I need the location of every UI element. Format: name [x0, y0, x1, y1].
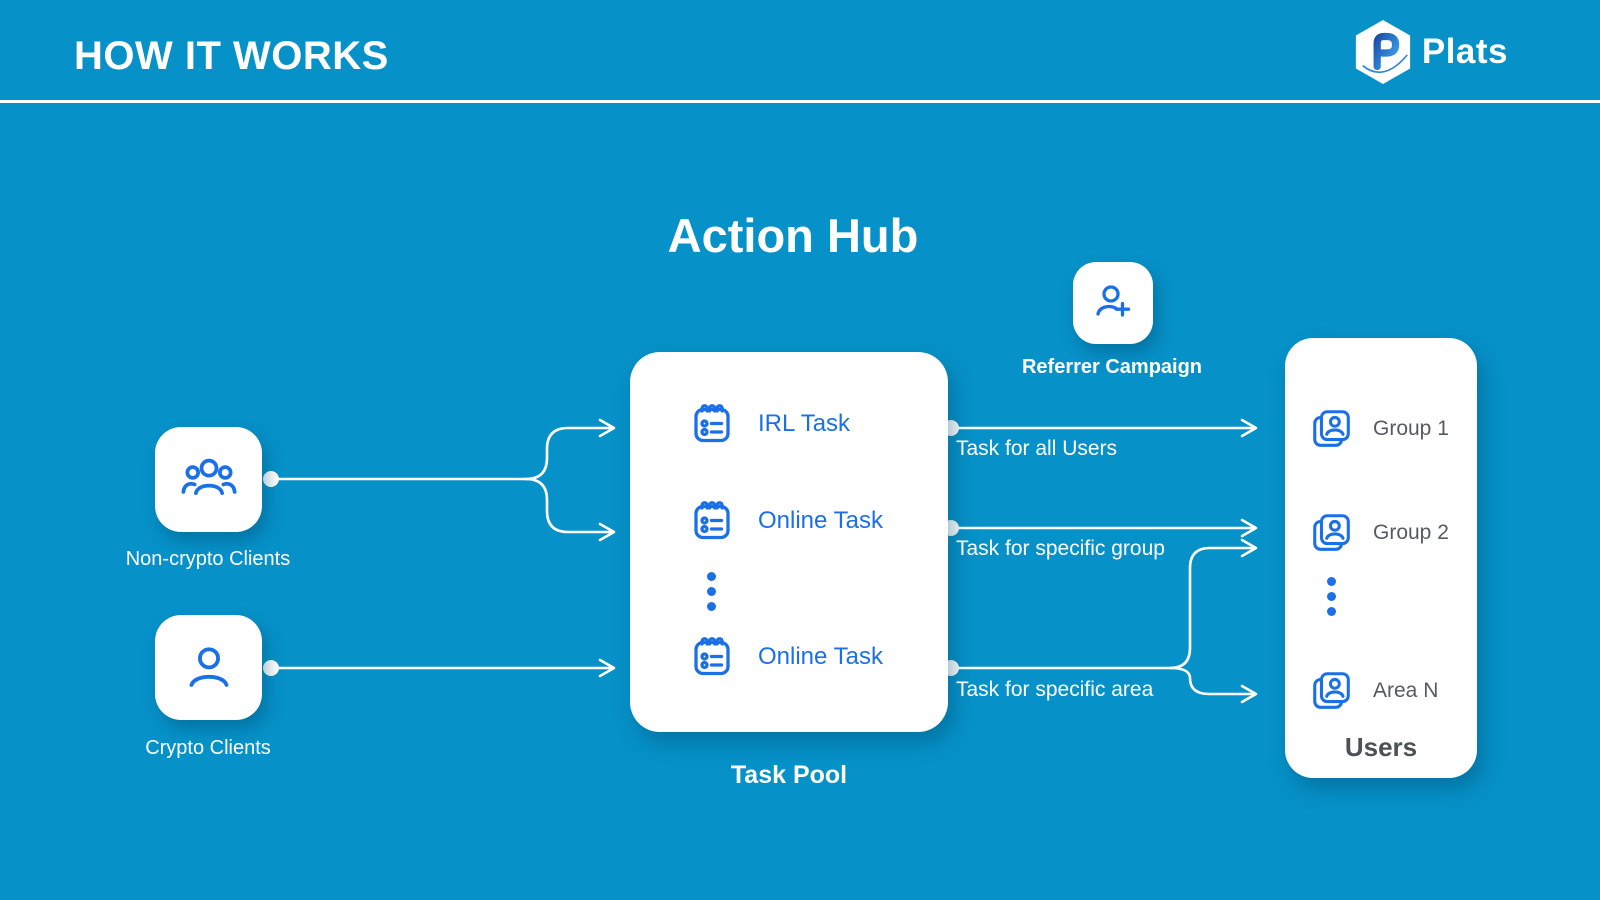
page-title: HOW IT WORKS [74, 34, 389, 78]
user-group-label: Group 1 [1373, 417, 1449, 440]
crypto-clients-label: Crypto Clients [145, 737, 271, 759]
person-icon [189, 646, 228, 687]
user-group-1: Group 1 [1309, 406, 1449, 452]
task-item-online-1: Online Task [688, 497, 883, 545]
group-card-icon [1313, 672, 1350, 709]
connector-noncrypto-down [524, 477, 612, 534]
task-item-irl: IRL Task [688, 400, 850, 448]
task-pool-panel: IRL Task Online Task [630, 352, 948, 732]
person-add-icon [1096, 285, 1131, 317]
connector-specific-area-down [1168, 666, 1254, 696]
people-group-icon [181, 458, 236, 495]
users-panel: Group 1 Group 2 Area N Users [1285, 338, 1477, 778]
user-group-2: Group 2 [1309, 510, 1449, 556]
referrer-campaign-card [1073, 262, 1153, 344]
flow-label-all-users: Task for all Users [956, 437, 1118, 460]
plats-hexagon-icon [1355, 20, 1410, 84]
flow-label-specific-area: Task for specific area [956, 678, 1154, 701]
task-pool-label: Task Pool [730, 761, 848, 789]
non-crypto-clients-label: Non-crypto Clients [125, 548, 291, 570]
task-list-icon [694, 404, 730, 443]
non-crypto-clients-card [155, 427, 262, 532]
brand-name: Plats [1421, 32, 1508, 71]
connector-dot [263, 471, 279, 487]
ellipsis-icon [707, 572, 716, 611]
connector-dot [263, 660, 279, 676]
user-area-n: Area N [1309, 668, 1438, 714]
task-item-online-2: Online Task [688, 633, 883, 681]
group-card-icon [1313, 410, 1350, 447]
task-list-icon [694, 637, 730, 676]
ellipsis-icon [1327, 577, 1336, 616]
user-group-label: Group 2 [1373, 521, 1449, 544]
flow-label-specific-group: Task for specific group [956, 537, 1165, 560]
connector-specific-area-up [957, 546, 1254, 670]
task-item-label: IRL Task [758, 410, 851, 437]
crypto-clients-card [155, 615, 262, 720]
brand-logo: Plats [1352, 18, 1508, 86]
task-item-label: Online Task [758, 507, 883, 534]
header-divider [0, 100, 1600, 103]
task-list-icon [694, 501, 730, 540]
diagram-title: Action Hub [667, 209, 919, 262]
task-item-label: Online Task [758, 643, 883, 670]
connector-noncrypto-up [524, 426, 612, 481]
group-card-icon [1313, 514, 1350, 551]
users-panel-caption: Users [1344, 732, 1418, 762]
user-area-label: Area N [1373, 679, 1439, 702]
referrer-campaign-label: Referrer Campaign [1021, 356, 1203, 378]
